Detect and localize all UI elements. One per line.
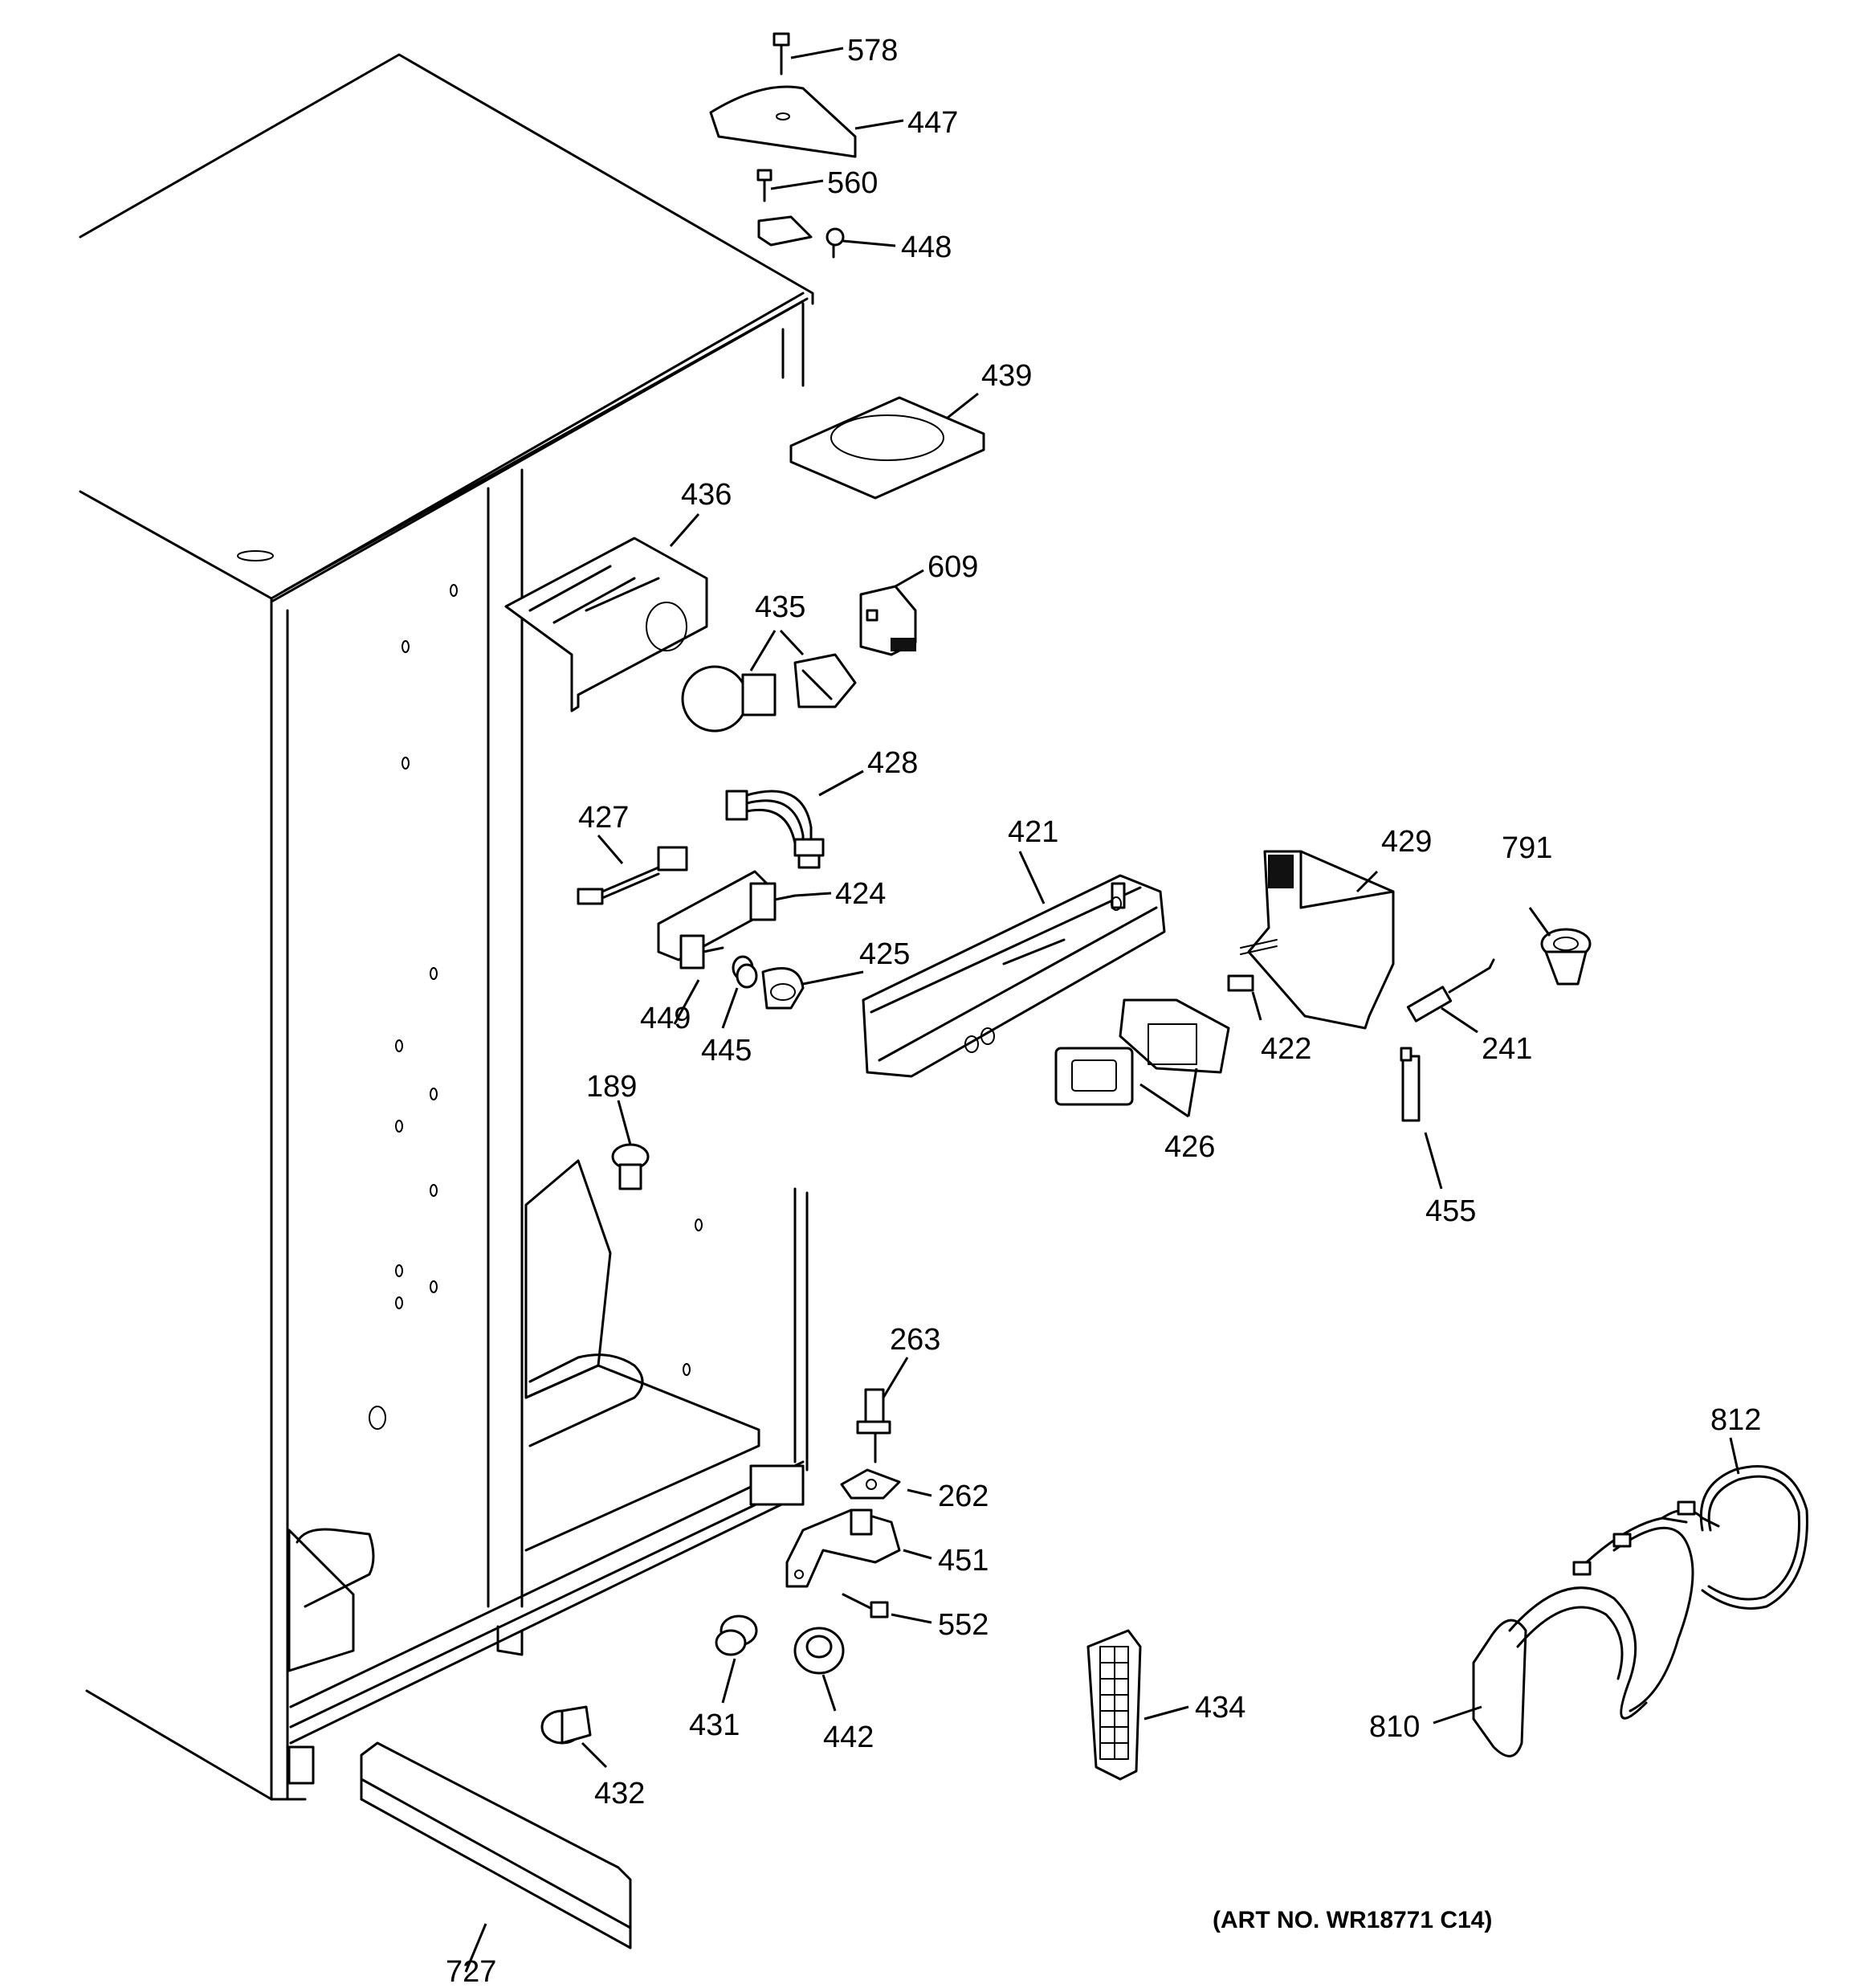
label-263: 263 (890, 1323, 940, 1357)
label-560: 560 (827, 166, 878, 200)
label-428: 428 (867, 746, 918, 780)
part-262-bushing (840, 1468, 901, 1500)
part-560-screw (756, 169, 773, 202)
part-727-toe-grille (360, 1741, 632, 1949)
leader-lines (464, 47, 1740, 1973)
label-810: 810 (1369, 1710, 1420, 1744)
part-552-screw (842, 1593, 889, 1619)
label-262: 262 (938, 1480, 989, 1513)
label-434: 434 (1195, 1691, 1245, 1725)
part-609-switch (859, 585, 917, 656)
part-263-switch (856, 1388, 891, 1463)
part-445-cap (732, 955, 758, 989)
part-578-screw (773, 32, 790, 76)
part-424-control-board (657, 870, 797, 970)
refrigerator-cabinet (79, 53, 814, 1801)
part-189-plug (611, 1143, 650, 1190)
label-426: 426 (1164, 1130, 1215, 1164)
part-791-cap (1540, 928, 1592, 986)
label-241: 241 (1482, 1032, 1532, 1066)
label-448: 448 (901, 231, 952, 264)
part-812-water-line-loop (1699, 1465, 1808, 1610)
label-436: 436 (681, 478, 732, 512)
part-426-bezel-and-actuator (1054, 998, 1230, 1106)
label-447: 447 (907, 106, 958, 140)
label-429: 429 (1381, 825, 1432, 859)
part-439-tray (789, 396, 985, 500)
label-445: 445 (701, 1034, 752, 1067)
part-421-dispenser-housing (862, 874, 1166, 1078)
label-791: 791 (1502, 831, 1552, 865)
label-427: 427 (578, 801, 629, 835)
label-422: 422 (1261, 1032, 1311, 1066)
label-424: 424 (835, 877, 886, 911)
part-425-knob (761, 967, 805, 1010)
label-442: 442 (823, 1721, 874, 1754)
part-432-bushing (540, 1705, 592, 1745)
part-448-hinge (757, 215, 845, 259)
part-422-clip (1227, 974, 1254, 992)
part-241-sensor (1406, 958, 1495, 1023)
label-578: 578 (847, 34, 898, 67)
part-428-wire-harness (725, 790, 825, 869)
part-451-hinge (785, 1508, 901, 1588)
callout-labels: 578 447 560 448 439 436 609 435 428 427 … (446, 34, 1761, 1988)
part-434-grille (1086, 1629, 1142, 1781)
part-435-light-bulb-and-socket (681, 653, 857, 733)
label-455: 455 (1425, 1194, 1476, 1228)
part-442-washer (793, 1627, 845, 1675)
part-427-wire-harness (577, 846, 688, 905)
part-810-water-tubing (1472, 1500, 1720, 1757)
label-812: 812 (1710, 1403, 1761, 1437)
label-189: 189 (586, 1070, 637, 1104)
label-435: 435 (755, 590, 805, 624)
label-432: 432 (594, 1777, 645, 1810)
part-429-dispenser-box (1240, 850, 1395, 1030)
label-431: 431 (689, 1708, 740, 1742)
label-425: 425 (859, 937, 910, 971)
label-421: 421 (1008, 815, 1058, 849)
label-439: 439 (981, 359, 1032, 393)
label-451: 451 (938, 1544, 989, 1578)
label-727: 727 (446, 1955, 496, 1988)
part-431-bushing (715, 1614, 758, 1656)
label-449: 449 (640, 1002, 691, 1035)
label-609: 609 (927, 550, 978, 584)
part-436-light-shield (504, 537, 708, 712)
art-number: (ART NO. WR18771 C14) (1213, 1907, 1492, 1933)
label-552: 552 (938, 1608, 989, 1642)
part-455-heater (1400, 1047, 1421, 1122)
cabinet-holes (395, 584, 703, 1376)
part-447-hinge-cover (709, 85, 857, 158)
